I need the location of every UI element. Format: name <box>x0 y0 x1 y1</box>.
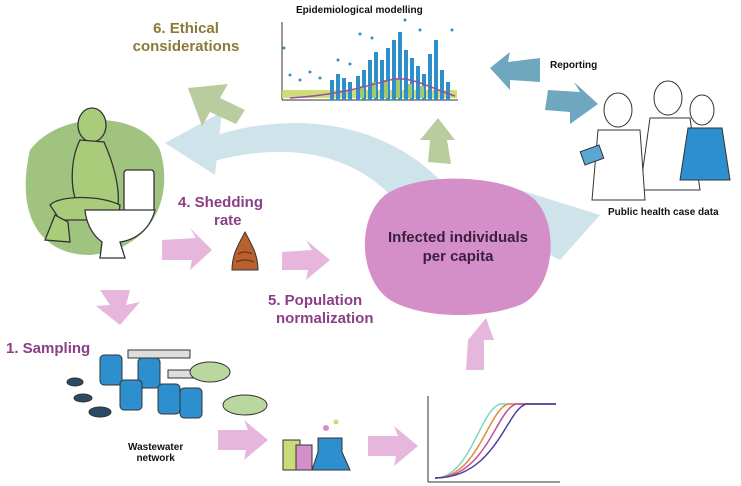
wastewater-network-icon <box>66 349 268 419</box>
qpcr-curves-icon <box>427 396 560 483</box>
infected-label-line1: Infected individuals <box>387 229 529 246</box>
arrow-to-lab <box>218 420 268 460</box>
sampling-label: 1. Sampling <box>6 340 91 357</box>
ethical-label: 6. Ethical considerations <box>116 20 256 56</box>
arrow-to-qpcr <box>368 426 418 466</box>
infected-blob <box>364 178 551 316</box>
arrow-up-to-model <box>420 118 455 164</box>
person-on-toilet-icon <box>44 107 156 259</box>
flow-arrowhead-left <box>165 112 222 175</box>
wastewater-label-line2: network <box>136 453 175 464</box>
arrow-to-shedding <box>162 228 212 270</box>
arrow-reporting-left <box>490 52 540 90</box>
wastewater-label-line1: Wastewater <box>128 442 184 453</box>
public-health-label: Public health case data <box>608 207 719 218</box>
arrow-reporting-right <box>545 82 598 124</box>
wastewater-label: Wastewater network <box>128 442 183 464</box>
infected-label: Infected individuals per capita <box>368 228 548 266</box>
lab-flasks-icon <box>282 419 351 471</box>
ethical-label-line1: 6. Ethical <box>153 20 219 37</box>
infected-label-line2: per capita <box>422 248 494 265</box>
reporting-label: Reporting <box>550 60 598 71</box>
arrow-down-sampling <box>96 290 140 325</box>
arrow-up-to-blob <box>466 318 494 370</box>
arrow-to-ethical <box>188 84 245 126</box>
epi-model-title: Epidemiological modelling <box>296 5 423 16</box>
epi-model-chart <box>281 18 458 101</box>
population-label-line1: 5. Population <box>268 292 363 309</box>
shedding-label-line2: rate <box>214 212 242 229</box>
health-workers-icon <box>579 80 731 201</box>
population-label: 5. Population normalization <box>268 292 374 328</box>
shedding-label-line1: 4. Shedding <box>178 194 264 211</box>
stool-icon <box>231 230 259 271</box>
ethical-label-line2: considerations <box>132 38 240 55</box>
arrow-to-population <box>282 240 330 280</box>
population-label-line2: normalization <box>276 310 374 327</box>
shedding-label: 4. Shedding rate <box>178 194 263 230</box>
